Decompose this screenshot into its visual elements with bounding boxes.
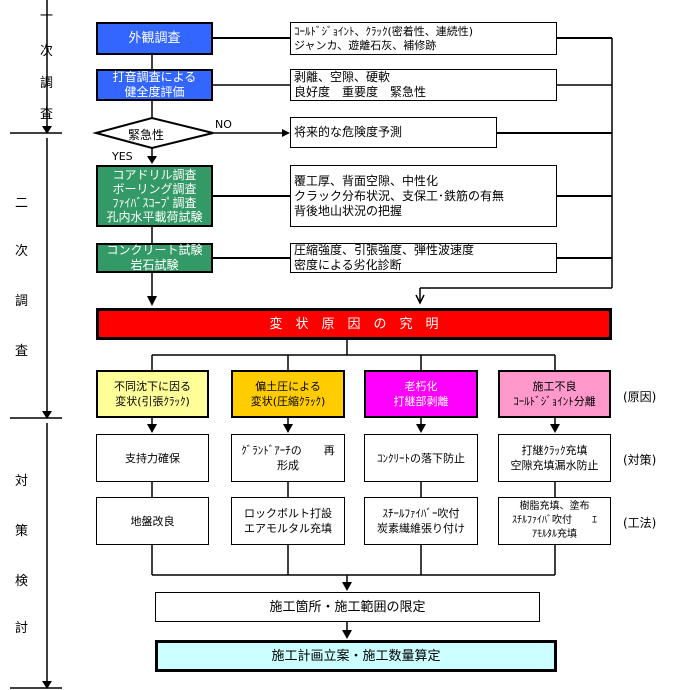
box-label: 外観調査 xyxy=(128,31,181,46)
row-label-method: (工法) xyxy=(623,516,657,530)
box-label: 打継ｸﾗｯｸ充填 xyxy=(521,444,588,457)
visual-detail-box: ｺｰﾙﾄﾞｼﾞｮｲﾝﾄ、ｸﾗｯｸ(密着性、連続性)ジャンカ、遊離石灰、補修跡 xyxy=(290,22,557,55)
box-label: 変状(圧縮ｸﾗｯｸ) xyxy=(250,395,326,408)
detail-text: クラック分布状況、支保工･鉄筋の有無 xyxy=(294,188,505,203)
drill-survey-box: コアドリル調査ボーリング調査ﾌｧｲﾊﾞｽｺｰﾌﾟ調査孔内水平載荷試験 xyxy=(96,165,213,227)
risk-prediction-box: 将来的な危険度予測 xyxy=(290,117,497,148)
stage-label: 次 xyxy=(15,244,29,259)
measure-box: ｺﾝｸﾘｰﾄの落下防止 xyxy=(364,434,478,482)
cause-box-earth-pressure: 偏土圧による変状(圧縮ｸﾗｯｸ) xyxy=(231,370,345,418)
box-label: 施工箇所・施工範囲の限定 xyxy=(269,599,426,615)
concrete-test-box: コンクリート試験岩石試験 xyxy=(96,243,213,273)
method-box: ロックボルト打設エアモルタル充填 xyxy=(231,497,345,545)
box-label: ｸﾞﾗﾝﾄﾞｱｰﾁの 再 xyxy=(241,444,335,457)
stage-label: 検 xyxy=(15,574,29,589)
stage-label: 一 xyxy=(40,9,54,24)
drill-detail-box: 覆工厚、背面空隙、中性化クラック分布状況、支保工･鉄筋の有無背後地山状況の把握 xyxy=(290,165,557,227)
box-label: 変状(引張ｸﾗｯｸ) xyxy=(115,395,190,408)
urgency-decision-diamond xyxy=(92,116,214,150)
measure-box: 打継ｸﾗｯｸ充填空隙充填漏水防止 xyxy=(498,434,611,482)
box-label: ﾌｧｲﾊﾞｽｺｰﾌﾟ調査 xyxy=(112,196,197,210)
row-label-cause: (原因) xyxy=(623,390,657,404)
yes-label: YES xyxy=(112,150,133,163)
box-label: 施工計画立案・施工数量算定 xyxy=(271,648,441,664)
box-label: 地盤改良 xyxy=(130,514,175,528)
box-label: ボーリング調査 xyxy=(112,182,197,196)
box-label: ｺｰﾙﾄﾞｼﾞｮｲﾝﾄ分離 xyxy=(513,395,596,408)
detail-text: 圧縮強度、引張強度、弾性波速度 xyxy=(294,243,475,257)
stage-label: 策 xyxy=(15,524,29,539)
hammer-test-box: 打音調査による健全度評価 xyxy=(96,69,213,101)
box-label: 炭素繊維張り付け xyxy=(377,522,465,535)
box-label: 孔内水平載荷試験 xyxy=(106,210,203,224)
detail-text: 良好度 重要度 緊急性 xyxy=(294,85,427,99)
row-label-measure: (対策) xyxy=(623,453,657,467)
box-label: 施工不良 xyxy=(532,380,577,393)
urgency-label: 緊急性 xyxy=(128,128,165,142)
detail-text: 覆工厚、背面空隙、中性化 xyxy=(294,173,439,188)
box-label: ｽﾁｰﾙﾌｧｲﾊﾞｰ吹付 xyxy=(382,507,460,520)
box-label: 岩石試験 xyxy=(130,258,179,272)
no-label: NO xyxy=(215,118,232,131)
visual-inspection-box: 外観調査 xyxy=(96,22,213,55)
stage-label: 査 xyxy=(40,107,54,122)
method-box: ｽﾁｰﾙﾌｧｲﾊﾞｰ吹付炭素繊維張り付け xyxy=(364,497,478,545)
detail-text: 剥離、空隙、硬軟 xyxy=(294,70,391,84)
box-label: 樹脂充填、塗布 xyxy=(519,501,590,512)
detail-text: ｺｰﾙﾄﾞｼﾞｮｲﾝﾄ、ｸﾗｯｸ(密着性、連続性) xyxy=(294,24,474,38)
construction-plan-box: 施工計画立案・施工数量算定 xyxy=(155,640,557,672)
cause-box-poor-construction: 施工不良 ｺｰﾙﾄﾞｼﾞｮｲﾝﾄ分離 xyxy=(498,370,611,418)
detail-text: 将来的な危険度予測 xyxy=(294,125,403,139)
box-label: 支持力確保 xyxy=(125,451,180,465)
concrete-detail-box: 圧縮強度、引張強度、弾性波速度密度による劣化診断 xyxy=(290,243,557,273)
scope-box: 施工箇所・施工範囲の限定 xyxy=(155,592,540,622)
detail-text: 背後地山状況の把握 xyxy=(294,203,403,218)
box-label: 老朽化 xyxy=(404,380,438,393)
box-label: ｺﾝｸﾘｰﾄの落下防止 xyxy=(377,451,465,465)
box-label: ｽﾁﾙﾌｧｲﾊﾞ吹付 ｴ xyxy=(512,515,597,526)
box-label: 変 状 原 因 の 究 明 xyxy=(269,316,439,332)
box-label: コアドリル調査 xyxy=(112,168,197,182)
measure-box: ｸﾞﾗﾝﾄﾞｱｰﾁの 再形成 xyxy=(231,434,345,482)
box-label: 打継部剥離 xyxy=(393,395,449,408)
box-label: ｱﾓﾙﾀﾙ充填 xyxy=(532,529,577,540)
stage-label: 調 xyxy=(40,76,54,91)
box-label: 不同沈下に因る xyxy=(114,380,191,393)
box-label: エアモルタル充填 xyxy=(244,522,332,535)
detail-text: ジャンカ、遊離石灰、補修跡 xyxy=(294,38,437,52)
box-label: 形成 xyxy=(277,459,299,472)
measure-box: 支持力確保 xyxy=(96,434,209,482)
detail-text: 密度による劣化診断 xyxy=(294,258,402,272)
hammer-detail-box: 剥離、空隙、硬軟良好度 重要度 緊急性 xyxy=(290,69,557,101)
cause-investigation-bar: 変 状 原 因 の 究 明 xyxy=(96,308,612,340)
box-label: 空隙充填漏水防止 xyxy=(510,459,599,472)
stage-label: 対 xyxy=(15,474,29,489)
stage-label: 二 xyxy=(15,196,29,211)
cause-box-aging: 老朽化打継部剥離 xyxy=(364,370,478,418)
method-box: 地盤改良 xyxy=(96,497,209,545)
method-box: 樹脂充填、塗布 ｽﾁﾙﾌｧｲﾊﾞ吹付 ｴ ｱﾓﾙﾀﾙ充填 xyxy=(498,497,611,545)
stage-label: 次 xyxy=(40,44,54,59)
stage-label: 討 xyxy=(15,621,29,636)
stage-label: 調 xyxy=(15,294,29,309)
box-label: ロックボルト打設 xyxy=(244,507,332,520)
box-label: 打音調査による xyxy=(112,70,197,84)
stage-label: 査 xyxy=(15,344,29,359)
box-label: 偏土圧による xyxy=(255,380,321,393)
box-label: 健全度評価 xyxy=(124,85,185,99)
cause-box-settlement: 不同沈下に因る変状(引張ｸﾗｯｸ) xyxy=(96,370,209,418)
box-label: コンクリート試験 xyxy=(106,243,203,257)
